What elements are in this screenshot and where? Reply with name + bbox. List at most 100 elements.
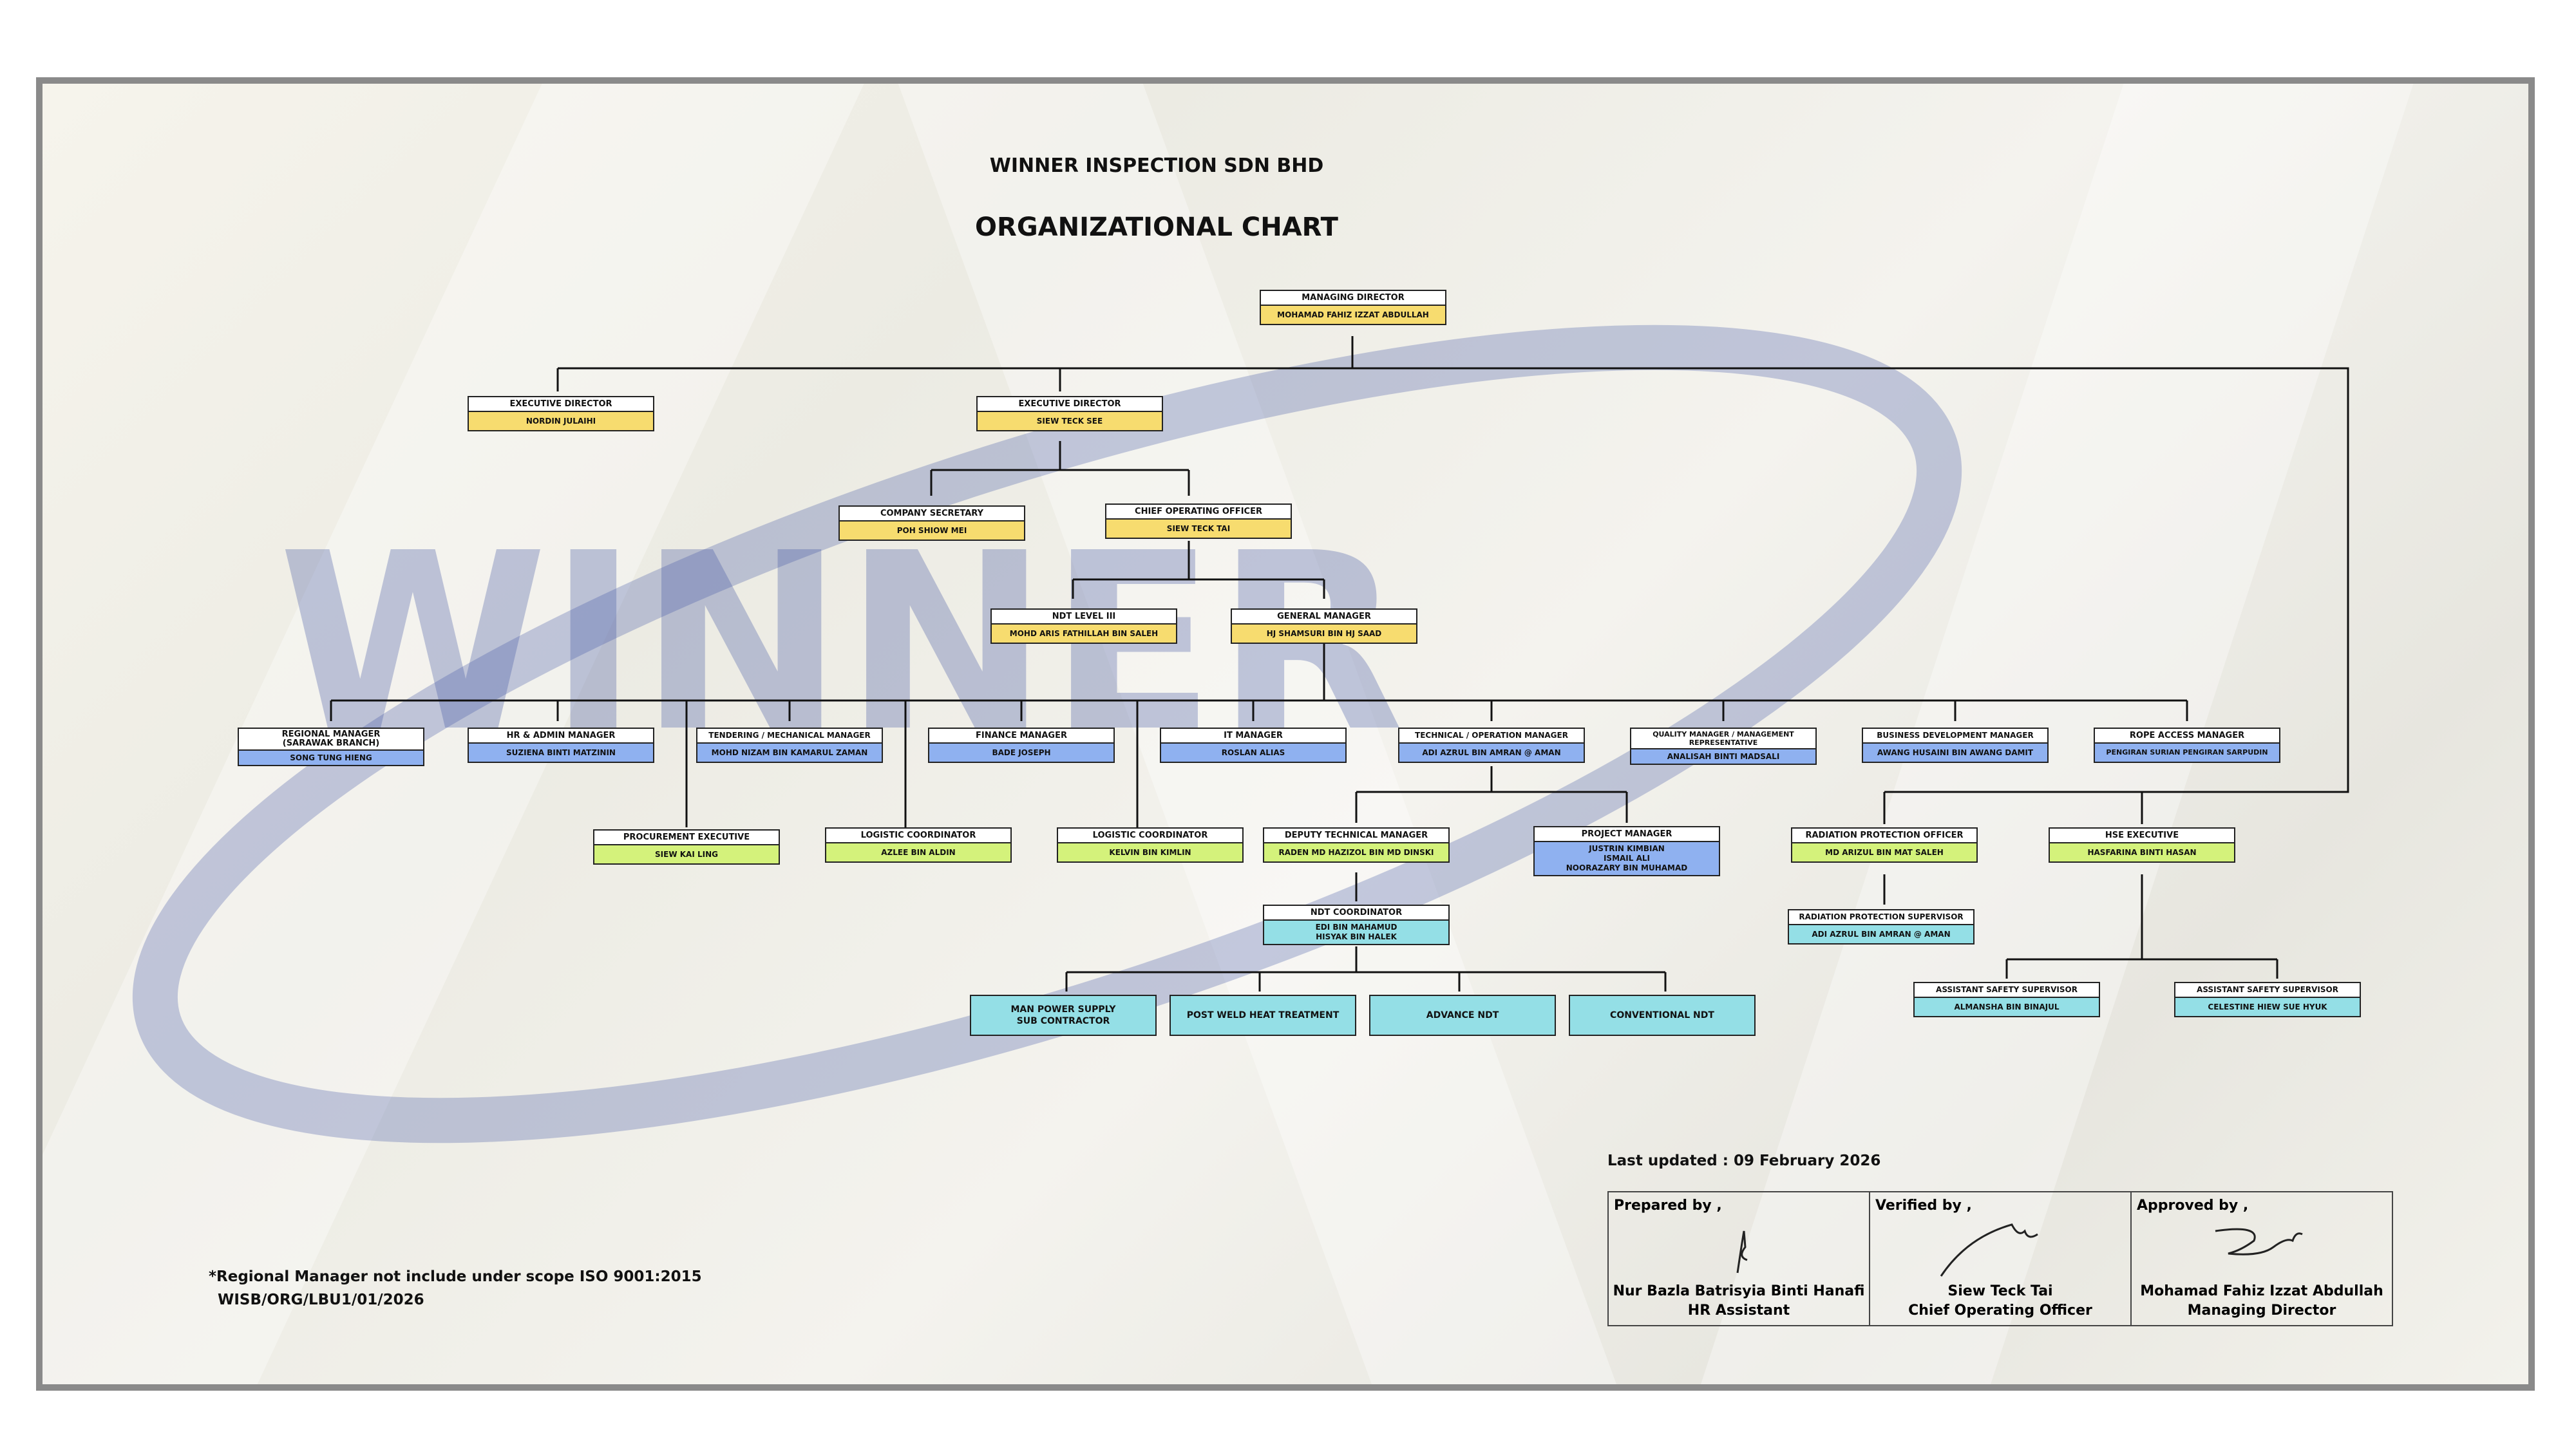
- node-logistic-coordinator-1: LOGISTIC COORDINATOR AZLEE BIN ALDIN: [825, 827, 1012, 863]
- node-name: HASFARINA BINTI HASAN: [2050, 843, 2234, 861]
- company-name: WINNER INSPECTION SDN BHD: [989, 155, 1324, 177]
- signature-image: [1736, 1230, 1748, 1274]
- node-name: AZLEE BIN ALDIN: [826, 843, 1010, 861]
- node-role: QUALITY MANAGER / MANAGEMENT REPRESENTAT…: [1631, 729, 1815, 749]
- node-tendering-mechanical-manager: TENDERING / MECHANICAL MANAGER MOHD NIZA…: [696, 728, 883, 763]
- signature-label: Verified by ,: [1875, 1198, 1972, 1214]
- node-name: ADI AZRUL BIN AMRAN @ AMAN: [1789, 925, 1973, 943]
- node-logistic-coordinator-2: LOGISTIC COORDINATOR KELVIN BIN KIMLIN: [1057, 827, 1244, 863]
- node-role: RADIATION PROTECTION SUPERVISOR: [1789, 910, 1973, 925]
- signature-table: Prepared by , Nur Bazla Batrisyia Binti …: [1607, 1191, 2393, 1326]
- node-role: CHIEF OPERATING OFFICER: [1106, 505, 1291, 520]
- scope-note: *Regional Manager not include under scop…: [209, 1268, 702, 1285]
- signature-approved: Approved by , Mohamad Fahiz Izzat Abdull…: [2132, 1192, 2392, 1325]
- node-rope-access-manager: ROPE ACCESS MANAGER PENGIRAN SURIAN PENG…: [2094, 728, 2280, 763]
- node-name: SIEW TECK SEE: [978, 412, 1162, 430]
- node-radiation-protection-supervisor: RADIATION PROTECTION SUPERVISOR ADI AZRU…: [1788, 909, 1975, 945]
- node-quality-manager: QUALITY MANAGER / MANAGEMENT REPRESENTAT…: [1630, 728, 1817, 765]
- node-name: MOHD NIZAM BIN KAMARUL ZAMAN: [697, 744, 882, 762]
- node-hr-admin-manager: HR & ADMIN MANAGER SUZIENA BINTI MATZINI…: [468, 728, 654, 763]
- org-chart-frame: WINNER WINNER INS: [36, 77, 2535, 1391]
- node-ndt-level-iii: NDT LEVEL III MOHD ARIS FATHILLAH BIN SA…: [990, 608, 1177, 644]
- node-role: EXECUTIVE DIRECTOR: [469, 397, 653, 412]
- signature-image: [1940, 1223, 2038, 1277]
- node-role: TECHNICAL / OPERATION MANAGER: [1399, 729, 1584, 744]
- last-updated: Last updated : 09 February 2026: [1607, 1152, 1881, 1169]
- signatory-position: Chief Operating Officer: [1908, 1302, 2092, 1319]
- node-role: TENDERING / MECHANICAL MANAGER: [697, 729, 882, 744]
- node-name: ROSLAN ALIAS: [1161, 744, 1345, 762]
- node-name: POH SHIOW MEI: [840, 522, 1024, 540]
- node-role: IT MANAGER: [1161, 729, 1345, 744]
- signatory-name: Siew Teck Tai: [1947, 1283, 2053, 1299]
- signature-prepared: Prepared by , Nur Bazla Batrisyia Binti …: [1609, 1192, 1870, 1325]
- node-project-manager: PROJECT MANAGER JUSTRIN KIMBIAN ISMAIL A…: [1533, 826, 1720, 876]
- node-name: CELESTINE HIEW SUE HYUK: [2175, 998, 2360, 1016]
- node-role: MANAGING DIRECTOR: [1261, 291, 1445, 306]
- node-name: EDI BIN MAHAMUD HISYAK BIN HALEK: [1264, 921, 1448, 944]
- node-role: COMPANY SECRETARY: [840, 507, 1024, 522]
- node-name: SONG TUNG HIENG: [239, 751, 423, 765]
- signatory-name: Nur Bazla Batrisyia Binti Hanafi: [1613, 1283, 1865, 1299]
- node-company-secretary: COMPANY SECRETARY POH SHIOW MEI: [838, 505, 1025, 541]
- node-role: DEPUTY TECHNICAL MANAGER: [1264, 829, 1448, 843]
- node-role: HR & ADMIN MANAGER: [469, 729, 653, 744]
- node-advance-ndt: ADVANCE NDT: [1369, 995, 1556, 1036]
- node-role: REGIONAL MANAGER (SARAWAK BRANCH): [239, 729, 423, 751]
- node-finance-manager: FINANCE MANAGER BADE JOSEPH: [928, 728, 1115, 763]
- node-role: FINANCE MANAGER: [929, 729, 1113, 744]
- node-name: BADE JOSEPH: [929, 744, 1113, 762]
- node-name: MOHAMAD FAHIZ IZZAT ABDULLAH: [1261, 306, 1445, 324]
- node-role: ROPE ACCESS MANAGER: [2095, 729, 2279, 744]
- signatory-name: Mohamad Fahiz Izzat Abdullah: [2140, 1283, 2383, 1299]
- signatory-position: HR Assistant: [1687, 1302, 1790, 1319]
- node-role: NDT COORDINATOR: [1264, 906, 1448, 921]
- node-post-weld-heat-treatment: POST WELD HEAT TREATMENT: [1170, 995, 1356, 1036]
- node-technical-operation-manager: TECHNICAL / OPERATION MANAGER ADI AZRUL …: [1398, 728, 1585, 763]
- node-name: NORDIN JULAIHI: [469, 412, 653, 430]
- node-man-power-supply: MAN POWER SUPPLY SUB CONTRACTOR: [970, 995, 1157, 1036]
- node-name: RADEN MD HAZIZOL BIN MD DINSKI: [1264, 843, 1448, 861]
- node-role: ASSISTANT SAFETY SUPERVISOR: [1915, 983, 2099, 998]
- node-role: EXECUTIVE DIRECTOR: [978, 397, 1162, 412]
- page-title: ORGANIZATIONAL CHART: [975, 212, 1338, 242]
- node-name: PENGIRAN SURIAN PENGIRAN SARPUDIN: [2095, 744, 2279, 762]
- node-name: ANALISAH BINTI MADSALI: [1631, 749, 1815, 764]
- node-regional-manager: REGIONAL MANAGER (SARAWAK BRANCH) SONG T…: [238, 728, 424, 766]
- node-role: PROJECT MANAGER: [1535, 827, 1719, 842]
- node-procurement-executive: PROCUREMENT EXECUTIVE SIEW KAI LING: [593, 829, 780, 865]
- node-executive-director-1: EXECUTIVE DIRECTOR NORDIN JULAIHI: [468, 396, 654, 431]
- node-role: LOGISTIC COORDINATOR: [1058, 829, 1242, 843]
- signatory-position: Managing Director: [2187, 1302, 2336, 1319]
- node-role: NDT LEVEL III: [992, 610, 1176, 625]
- node-name: SIEW KAI LING: [594, 845, 779, 863]
- node-name: SIEW TECK TAI: [1106, 520, 1291, 538]
- node-role: RADIATION PROTECTION OFFICER: [1792, 829, 1976, 843]
- node-name: ADI AZRUL BIN AMRAN @ AMAN: [1399, 744, 1584, 762]
- node-name: JUSTRIN KIMBIAN ISMAIL ALI NOORAZARY BIN…: [1535, 842, 1719, 875]
- node-deputy-technical-manager: DEPUTY TECHNICAL MANAGER RADEN MD HAZIZO…: [1263, 827, 1450, 863]
- node-radiation-protection-officer: RADIATION PROTECTION OFFICER MD ARIZUL B…: [1791, 827, 1978, 863]
- node-name: HJ SHAMSURI BIN HJ SAAD: [1232, 625, 1416, 643]
- node-name: KELVIN BIN KIMLIN: [1058, 843, 1242, 861]
- node-hse-executive: HSE EXECUTIVE HASFARINA BINTI HASAN: [2049, 827, 2235, 863]
- node-name: MOHD ARIS FATHILLAH BIN SALEH: [992, 625, 1176, 643]
- node-it-manager: IT MANAGER ROSLAN ALIAS: [1160, 728, 1347, 763]
- node-assistant-safety-supervisor-2: ASSISTANT SAFETY SUPERVISOR CELESTINE HI…: [2174, 982, 2361, 1017]
- node-business-development-manager: BUSINESS DEVELOPMENT MANAGER AWANG HUSAI…: [1862, 728, 2049, 763]
- signature-label: Prepared by ,: [1614, 1198, 1722, 1214]
- node-name: AWANG HUSAINI BIN AWANG DAMIT: [1863, 744, 2047, 762]
- node-role: HSE EXECUTIVE: [2050, 829, 2234, 843]
- node-name: MD ARIZUL BIN MAT SALEH: [1792, 843, 1976, 861]
- signature-label: Approved by ,: [2137, 1198, 2249, 1214]
- node-managing-director: MANAGING DIRECTOR MOHAMAD FAHIZ IZZAT AB…: [1260, 290, 1446, 325]
- node-conventional-ndt: CONVENTIONAL NDT: [1569, 995, 1756, 1036]
- node-name: SUZIENA BINTI MATZININ: [469, 744, 653, 762]
- node-general-manager: GENERAL MANAGER HJ SHAMSURI BIN HJ SAAD: [1231, 608, 1417, 644]
- node-role: GENERAL MANAGER: [1232, 610, 1416, 625]
- document-code: WISB/ORG/LBU1/01/2026: [218, 1292, 424, 1308]
- node-chief-operating-officer: CHIEF OPERATING OFFICER SIEW TECK TAI: [1105, 503, 1292, 539]
- node-role: PROCUREMENT EXECUTIVE: [594, 831, 779, 845]
- signature-image: [2215, 1228, 2303, 1255]
- node-executive-director-2: EXECUTIVE DIRECTOR SIEW TECK SEE: [976, 396, 1163, 431]
